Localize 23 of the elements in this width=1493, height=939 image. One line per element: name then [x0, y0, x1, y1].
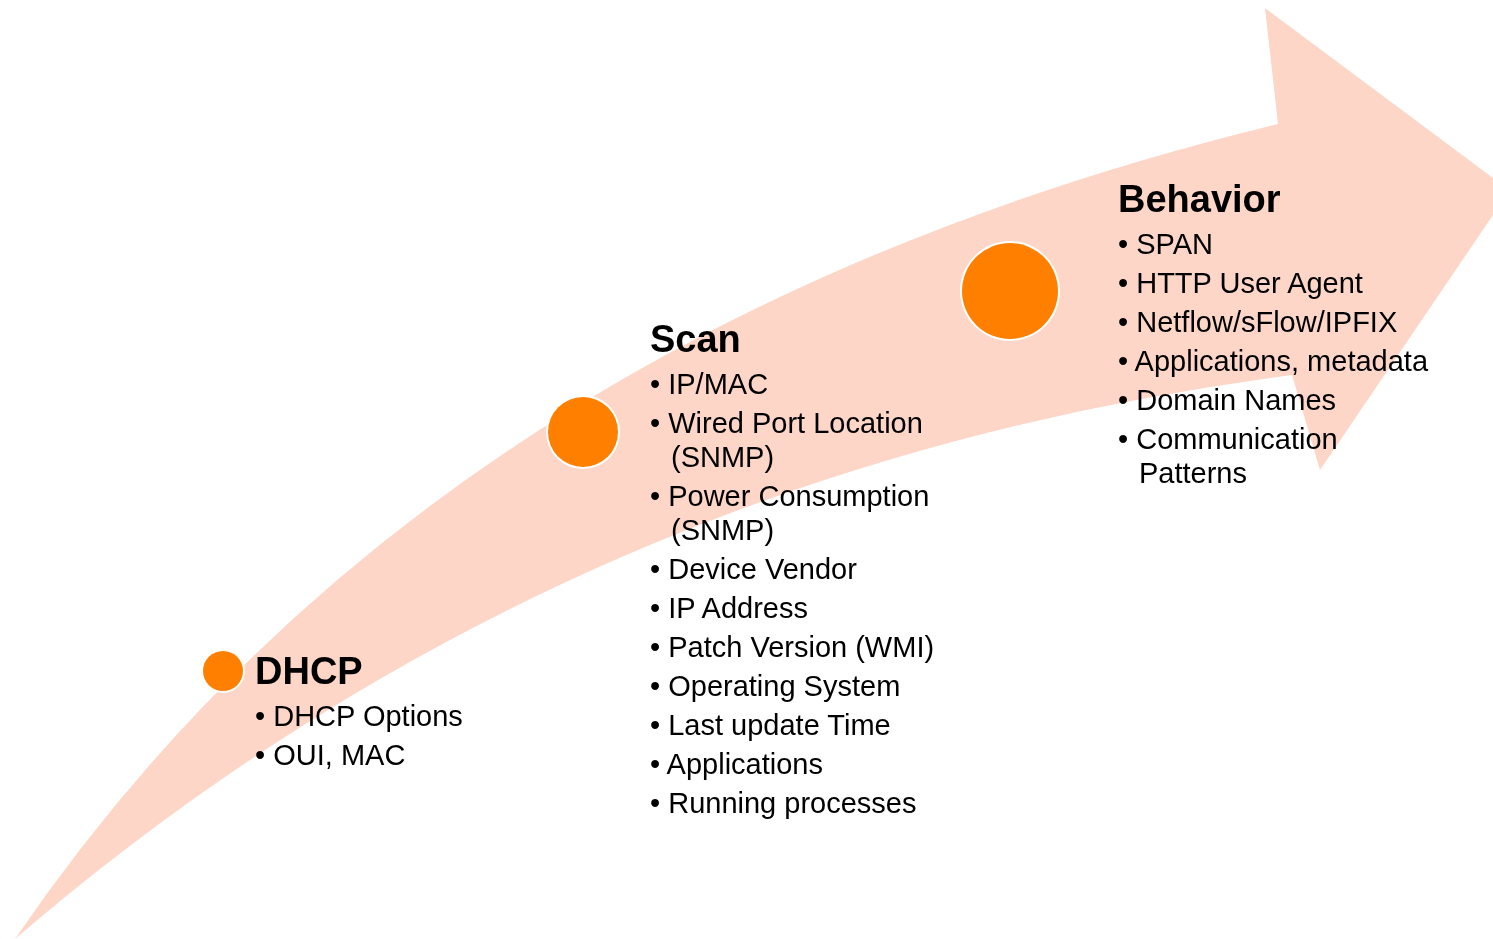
bullet-item: • SPAN	[1118, 227, 1215, 261]
bullet-item: • Applications, metadata	[1118, 344, 1429, 378]
bullet-item: • IP Address	[650, 591, 809, 625]
stage-heading: DHCP	[255, 650, 363, 693]
stage-circle	[203, 651, 243, 691]
bullet-item: • Patch Version (WMI)	[650, 630, 936, 664]
bullet-item: • Last update Time	[650, 708, 892, 742]
bullet-item: • Wired Port Location (SNMP)	[650, 406, 924, 474]
bullet-item: • Power Consumption (SNMP)	[650, 479, 931, 547]
bullet-item: • Domain Names	[1118, 383, 1338, 417]
bullet-item: • Device Vendor	[650, 552, 858, 586]
bullet-item: • OUI, MAC	[255, 738, 407, 772]
bullet-item: • IP/MAC	[650, 367, 770, 401]
bullet-item: • Communication Patterns	[1118, 422, 1339, 490]
stage-heading: Scan	[650, 318, 741, 361]
bullet-item: • Applications	[650, 747, 824, 781]
bullet-item: • Operating System	[650, 669, 902, 703]
bullet-item: • HTTP User Agent	[1118, 266, 1364, 300]
bullet-item: • Netflow/sFlow/IPFIX	[1118, 305, 1399, 339]
stage-heading: Behavior	[1118, 178, 1281, 221]
bullet-item: • DHCP Options	[255, 699, 464, 733]
bullet-item: • Running processes	[650, 786, 918, 820]
stage-circle	[548, 397, 618, 467]
